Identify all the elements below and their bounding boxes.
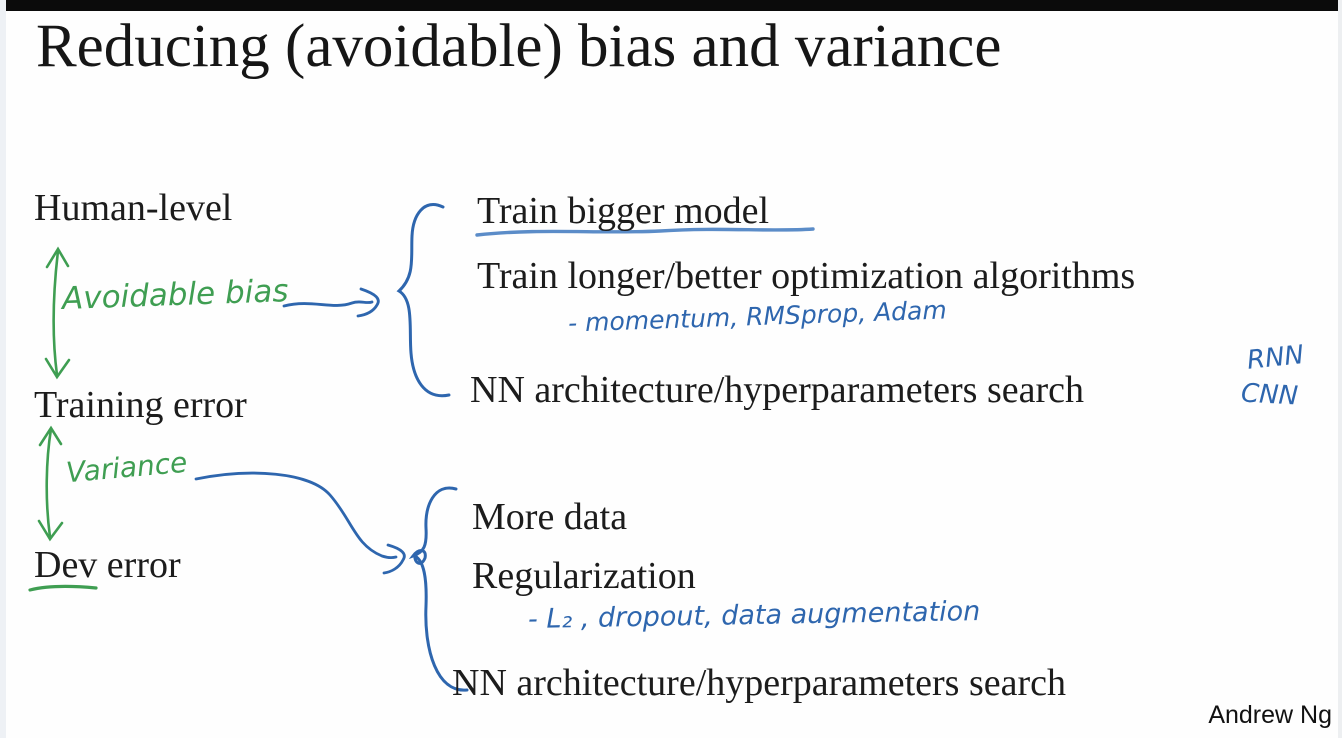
handwriting-rnn: RNN (1245, 340, 1306, 376)
handwriting-momentum-rmsprop-adam: - momentum, RMSprop, Adam (567, 295, 948, 338)
handwriting-avoidable-bias: Avoidable bias (61, 273, 290, 317)
variance-remedies-brace (408, 486, 469, 692)
top-black-bar (6, 0, 1342, 11)
remedy-more-data: More data (472, 496, 628, 538)
handwriting-cnn: CNN (1240, 378, 1299, 412)
slide-title: Reducing (avoidable) bias and variance (36, 13, 1002, 80)
handwriting-variance: Variance (64, 445, 189, 490)
remedy-train-longer: Train longer/better optimization algorit… (477, 255, 1136, 297)
bias-remedies-brace (396, 203, 451, 398)
remedy-regularization: Regularization (472, 555, 696, 597)
variance-range-arrow (37, 425, 64, 542)
bias-to-remedies-arrow (282, 287, 380, 318)
handwriting-l2-dropout-augmentation: - L₂ , dropout, data augmentation (527, 596, 981, 635)
author-credit: Andrew Ng (1208, 701, 1332, 729)
remedy-nn-architecture-search-variance: NN architecture/hyperparameters search (452, 662, 1066, 704)
label-dev-error: Dev error (34, 544, 181, 586)
label-training-error: Training error (34, 384, 247, 426)
right-edge-strip (1338, 0, 1342, 738)
remedy-train-bigger-model: Train bigger model (477, 190, 770, 232)
variance-to-remedies-arrow (194, 471, 406, 575)
left-edge-strip (0, 0, 6, 738)
label-human-level: Human-level (34, 187, 233, 229)
remedy-nn-architecture-search-bias: NN architecture/hyperparameters search (470, 369, 1084, 411)
